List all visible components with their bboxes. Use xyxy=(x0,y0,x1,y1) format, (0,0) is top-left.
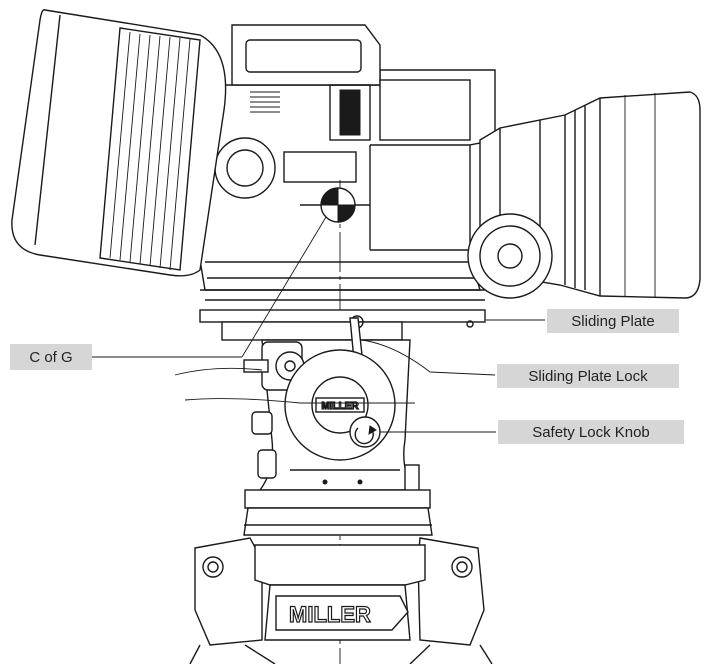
label-c-of-g: C of G xyxy=(10,344,92,370)
label-c-of-g-text: C of G xyxy=(29,349,72,366)
label-safety-lock-knob: Safety Lock Knob xyxy=(498,420,684,444)
lens xyxy=(467,91,701,299)
label-sliding-plate-lock: Sliding Plate Lock xyxy=(497,364,679,388)
label-sliding-plate: Sliding Plate xyxy=(547,309,679,333)
head-logo-text: MILLER xyxy=(321,401,359,412)
label-safety-lock-knob-text: Safety Lock Knob xyxy=(532,424,650,441)
fluid-head: MILLER xyxy=(243,317,420,496)
vent-grille xyxy=(250,91,280,113)
sliding-plate xyxy=(199,309,486,341)
label-sliding-plate-lock-text: Sliding Plate Lock xyxy=(528,368,648,385)
tripod-base: MILLER xyxy=(189,489,493,664)
viewfinder-eyepiece xyxy=(11,9,227,277)
camera-body xyxy=(199,24,496,301)
callout-leaders xyxy=(92,216,545,433)
base-logo-text: MILLER xyxy=(289,602,371,627)
label-sliding-plate-text: Sliding Plate xyxy=(571,313,654,330)
